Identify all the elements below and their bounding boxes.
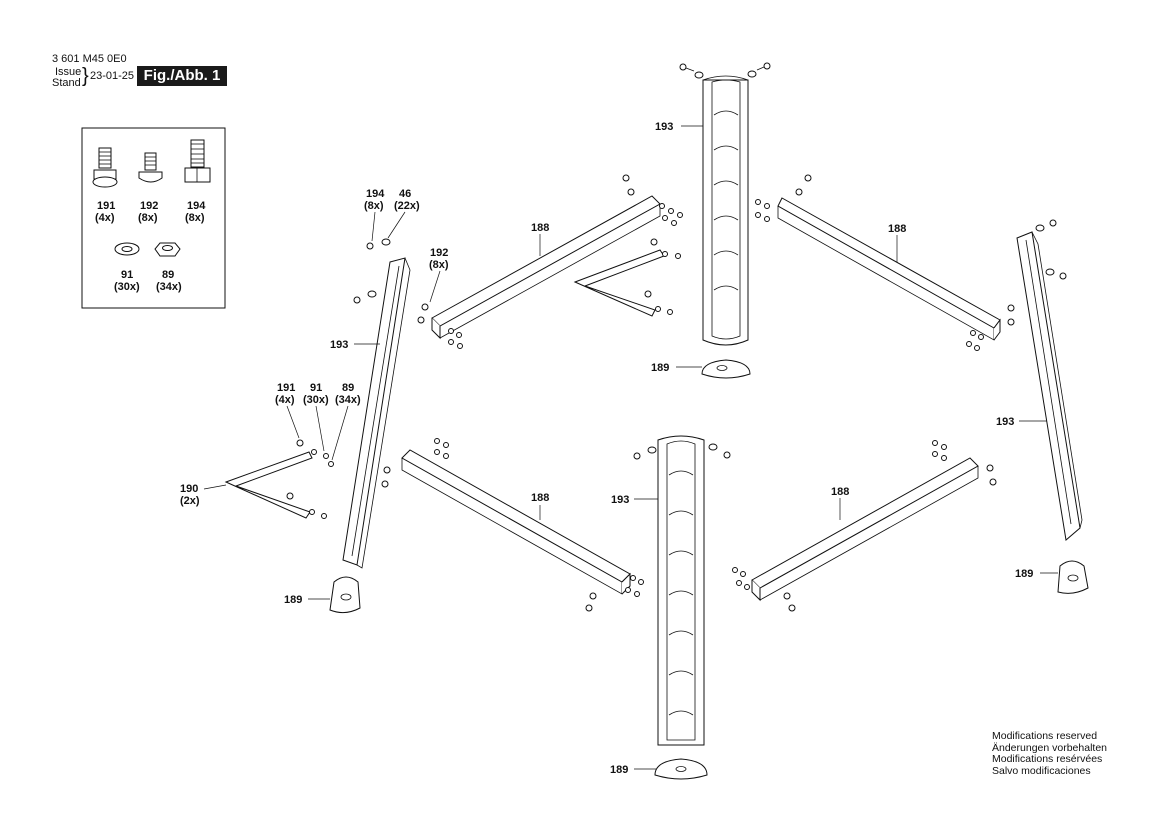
note-line-fr: Modifications resérvées — [992, 753, 1103, 765]
callout-189-bottom: 189 — [610, 764, 628, 776]
legend-89-qty: (34x) — [156, 281, 182, 293]
legend-89-number: 89 — [162, 269, 174, 281]
callout-189-right: 189 — [1015, 568, 1033, 580]
issue-label: Issue — [55, 66, 82, 78]
callout-leader — [387, 211, 406, 239]
foot-189-top — [701, 359, 751, 379]
callout-46-number: 46 — [399, 188, 411, 200]
brace-symbol: } — [82, 65, 89, 87]
screws-lower-right — [732, 440, 997, 612]
figure-label: Fig./Abb. 1 — [137, 66, 227, 86]
callout-leader — [429, 270, 441, 303]
foot-189-bottom — [654, 758, 708, 780]
foot-189-left — [329, 576, 361, 614]
screws-lower-left — [381, 438, 644, 612]
screws-upper-left — [417, 174, 683, 349]
brace-upper — [573, 238, 681, 317]
callout-188-upper-right: 188 — [888, 223, 906, 235]
note-line-es: Salvo modificaciones — [992, 764, 1091, 777]
legend-191-number: 191 — [97, 200, 115, 212]
rail-188-lower-left — [401, 449, 631, 595]
callout-193-right: 193 — [996, 416, 1014, 428]
screws-upper-right — [755, 174, 1015, 351]
callout-192-qty: (8x) — [429, 259, 449, 271]
callout-91-qty: (30x) — [303, 394, 329, 406]
document-number: 3 601 M45 0E0 — [52, 53, 127, 65]
screws-right-leg — [1035, 219, 1067, 280]
callout-194-qty: (8x) — [364, 200, 384, 212]
callout-193-bottom: 193 — [611, 494, 629, 506]
callout-89-qty: (34x) — [335, 394, 361, 406]
rail-188-upper-right — [777, 197, 1001, 341]
rail-188-lower-right — [751, 457, 979, 602]
stand-label: Stand — [52, 77, 81, 89]
legend-194-number: 194 — [187, 200, 206, 212]
modifications-note: Modifications reserved Änderungen vorbeh… — [992, 730, 1108, 777]
screws-bottom-leg — [633, 443, 731, 460]
note-line-de: Änderungen vorbehalten — [992, 741, 1108, 754]
callout-188-upper-left: 188 — [531, 222, 549, 234]
callout-193-top: 193 — [655, 121, 673, 133]
legend-192-qty: (8x) — [138, 212, 158, 224]
callout-46-qty: (22x) — [394, 200, 420, 212]
callout-leader — [371, 211, 376, 242]
callout-91-number: 91 — [310, 382, 322, 394]
brace-190-left — [224, 439, 334, 519]
issue-date: 23-01-25 — [90, 70, 135, 82]
callout-leader — [203, 484, 227, 490]
callout-191-number: 191 — [277, 382, 295, 394]
hardware-legend-box — [81, 127, 226, 309]
callout-189-left: 189 — [284, 594, 302, 606]
legend-191-qty: (4x) — [95, 212, 115, 224]
callout-89-number: 89 — [342, 382, 354, 394]
callout-194-number: 194 — [366, 188, 385, 200]
leg-193-left — [342, 257, 411, 569]
callout-leader — [331, 405, 349, 461]
legend-194-qty: (8x) — [185, 212, 205, 224]
foot-189-right — [1057, 560, 1089, 594]
screw-191-icon — [92, 147, 118, 188]
legend-192-number: 192 — [140, 200, 158, 212]
legend-91-number: 91 — [121, 269, 133, 281]
leg-193-bottom — [657, 435, 705, 746]
nut-89-icon — [154, 242, 181, 257]
callout-188-lower-left: 188 — [531, 492, 549, 504]
screws-left-leg — [353, 238, 391, 304]
leg-193-top — [702, 75, 749, 346]
callout-189-top: 189 — [651, 362, 669, 374]
callout-188-lower-right: 188 — [831, 486, 849, 498]
callout-192-number: 192 — [430, 247, 448, 259]
washer-91-icon — [114, 242, 140, 256]
callout-190-qty: (2x) — [180, 495, 200, 507]
callout-193-left: 193 — [330, 339, 348, 351]
screw-192-icon — [138, 152, 163, 183]
screws-top-leg — [679, 62, 771, 79]
callout-190-number: 190 — [180, 483, 198, 495]
legend-91-qty: (30x) — [114, 281, 140, 293]
callout-leader — [315, 405, 325, 452]
note-line-en: Modifications reserved — [992, 730, 1098, 742]
callout-191-qty: (4x) — [275, 394, 295, 406]
bolt-194-icon — [184, 139, 211, 183]
callout-leader — [286, 405, 300, 439]
leg-193-right — [1016, 231, 1083, 541]
